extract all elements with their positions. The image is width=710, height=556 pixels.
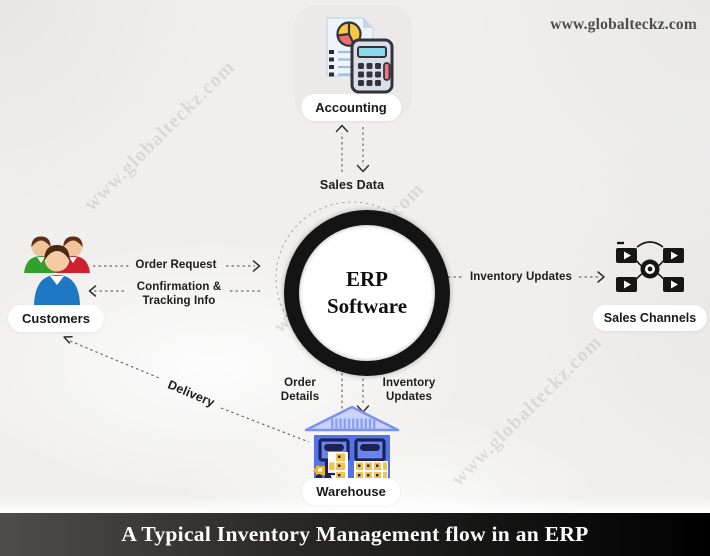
order-details-line1: Order: [284, 377, 316, 389]
site-watermark: www.globalteckz.com: [550, 16, 697, 33]
flow-label-order-details: Order Details: [281, 377, 319, 404]
customers-label: Customers: [8, 305, 104, 332]
warehouse-icon: [302, 404, 402, 484]
confirmation-line2: Tracking Info: [142, 294, 216, 307]
flow-label-warehouse-inventory-updates: Inventory Updates: [383, 377, 436, 404]
arrowhead-left-customers: [88, 285, 97, 297]
erp-software-node: ERP Software: [284, 210, 450, 376]
flow-label-sales-data: Sales Data: [319, 178, 385, 192]
arrow-delivery-upper: [69, 340, 160, 379]
arrowhead-down-erp: [356, 164, 370, 173]
erp-line1: ERP: [346, 266, 388, 291]
arrowhead-up-accounting: [335, 124, 349, 133]
customers-icon: [18, 231, 96, 305]
footer-glow: [0, 496, 710, 513]
accounting-label: Accounting: [301, 94, 401, 121]
erp-line2: Software: [326, 294, 408, 318]
warehouse-inventory-line2: Updates: [385, 390, 433, 403]
erp-software-title: ERP Software: [327, 266, 407, 321]
order-details-line2: Details: [280, 390, 320, 403]
page-title: A Typical Inventory Management flow in a…: [121, 522, 589, 546]
accounting-icon: [306, 14, 396, 96]
confirmation-line1: Confirmation &: [136, 281, 222, 293]
arrowhead-delivery-customers: [63, 335, 73, 344]
sales-channels-label: Sales Channels: [592, 305, 708, 331]
arrowhead-right-erp: [252, 260, 261, 272]
flow-label-order-request: Order Request: [135, 259, 217, 271]
title-bar: A Typical Inventory Management flow in a…: [0, 513, 710, 556]
warehouse-inventory-line1: Inventory: [382, 377, 436, 389]
flow-label-confirmation-tracking: Confirmation & Tracking Info: [137, 281, 221, 308]
sales-channels-icon: [609, 236, 691, 302]
flow-label-inventory-updates: Inventory Updates: [469, 271, 573, 283]
arrow-delivery-lower: [220, 407, 310, 443]
arrowhead-right-sales-channels: [597, 271, 605, 283]
